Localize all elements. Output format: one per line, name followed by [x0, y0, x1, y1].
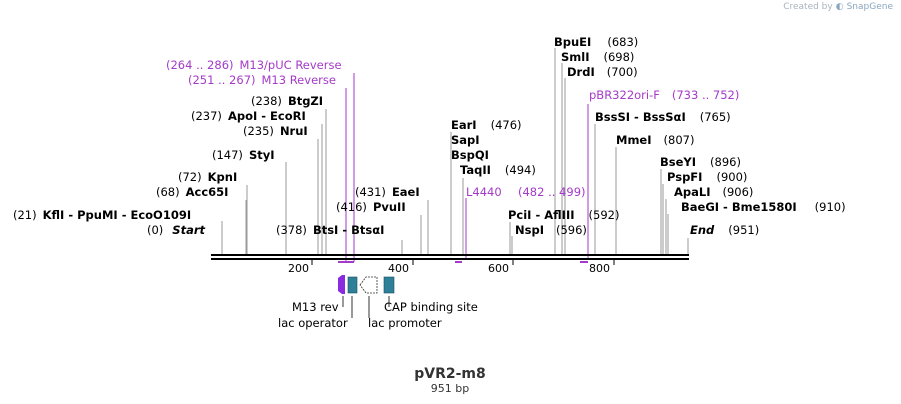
enzyme-label-baegi: BaeGI - Bme1580I(910): [681, 200, 846, 214]
enzyme-label-kpni: (72)KpnI: [178, 170, 237, 184]
enzyme-label-kfli: (21)KflI - PpuMI - EcoO109I: [13, 208, 191, 222]
tick-label: 200: [288, 262, 309, 275]
enzyme-label-eaei: (431)EaeI: [355, 185, 420, 199]
enzyme-label-apali: ApaLI(906): [674, 185, 753, 199]
enzyme-label-styi: (147)StyI: [212, 148, 275, 162]
primer-leader-lines: [345, 73, 589, 262]
credit-brand: SnapGene: [846, 2, 893, 12]
enzyme-label-start: (0)Start: [147, 223, 206, 237]
enzyme-label-drdi: DrdI(700): [567, 65, 638, 79]
primer-label-m13-reverse: (251 .. 267)M13 Reverse: [188, 73, 336, 87]
enzyme-leader-lines: [221, 48, 689, 254]
enzyme-label-smli: SmlI(698): [561, 50, 634, 64]
primer-label-m13-puc-reverse: (264 .. 286)M13/pUC Reverse: [166, 58, 342, 72]
enzyme-label-bseyi: BseYI(896): [660, 155, 741, 169]
m13-rev-arrow-icon: [338, 275, 345, 294]
primer-label-pbr322ori-f: pBR322ori-F(733 .. 752): [589, 88, 739, 102]
enzyme-label-pvuii: (416)PvuII: [336, 200, 406, 214]
enzyme-label-sapi: SapI: [451, 133, 480, 147]
tick-label: 800: [589, 262, 610, 275]
lac-promoter-arrow-icon: [359, 276, 378, 294]
dna-backbone: [211, 254, 689, 260]
enzyme-label-taqii: TaqII(494): [460, 163, 536, 177]
enzyme-label-pcii-afliii: PciI - AflIII(592): [508, 208, 619, 222]
feature-label-lac-promoter: lac promoter: [368, 316, 442, 330]
enzyme-label-btgzi: (238)BtgZI: [251, 94, 323, 108]
feature-glyphs: [338, 275, 395, 294]
snapgene-logo-icon: ◐: [835, 2, 844, 12]
enzyme-label-bpuei: BpuEI(683): [554, 35, 638, 49]
enzyme-label-bsssi: BssSI - BssSαI(765): [595, 110, 731, 124]
feature-label-lac-operator: lac operator: [278, 316, 348, 330]
enzyme-label-mmei: MmeI(807): [616, 133, 694, 147]
cap-binding-site-box-icon: [383, 276, 395, 294]
enzyme-label-pspfi: PspFI(900): [667, 170, 747, 184]
enzyme-label-btsi: (378)BtsI - BtsαI: [276, 223, 384, 237]
scale-ticks: [311, 259, 615, 265]
map-subtitle: 951 bp: [431, 382, 469, 395]
feature-leader-lines: [342, 296, 390, 318]
primer-label-l4440-pos: (482 .. 499): [518, 185, 586, 199]
enzyme-label-acc65i: (68)Acc65I: [156, 185, 228, 199]
feature-label-m13-rev: M13 rev: [292, 300, 339, 314]
enzyme-label-nspi: NspI(596): [515, 223, 587, 237]
enzyme-label-nrui: (235)NruI: [243, 124, 308, 138]
enzyme-label-bspqi: BspQI: [451, 148, 489, 162]
primer-label-l4440: L4440: [466, 185, 502, 199]
snapgene-credit: Created by ◐ SnapGene: [783, 2, 893, 12]
lac-operator-box-icon: [347, 276, 358, 294]
credit-prefix: Created by: [783, 2, 833, 12]
tick-label: 400: [388, 262, 409, 275]
tick-label: 600: [488, 262, 509, 275]
enzyme-label-end: End(951): [690, 223, 759, 237]
feature-label-cap-binding-site: CAP binding site: [384, 300, 478, 314]
enzyme-label-eari: EarI(476): [451, 118, 522, 132]
map-title: pVR2-m8: [414, 366, 486, 382]
enzyme-label-apoi-ecori: (237)ApoI - EcoRI: [191, 109, 306, 123]
